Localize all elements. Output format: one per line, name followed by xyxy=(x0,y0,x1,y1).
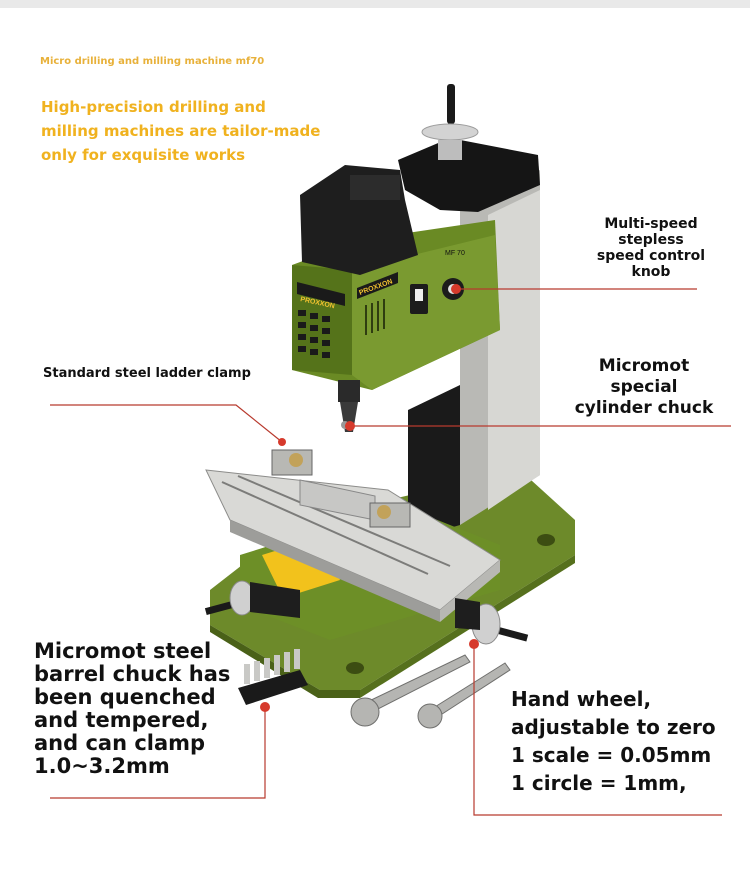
ladder-clamp-callout: Standard steel ladder clamp xyxy=(43,366,251,381)
model-label: MF 70 xyxy=(445,250,465,257)
callout-dot-barrel xyxy=(260,702,270,712)
callout-lines xyxy=(50,288,731,816)
callout-dot-chuck xyxy=(345,421,355,431)
product-subtitle: Micro drilling and milling machine mf70 xyxy=(40,56,265,67)
barrel-chuck-set xyxy=(238,649,308,705)
top-cover xyxy=(398,138,540,212)
feed-handwheel xyxy=(421,123,479,141)
callout-dot-ladder xyxy=(278,438,286,446)
callout-dot-wheel xyxy=(469,639,479,649)
front-panel xyxy=(298,310,330,358)
barrel-chuck-callout: Micromot steel barrel chuck has been que… xyxy=(34,639,231,778)
cylinder-chuck-callout: Micromot special cylinder chuck xyxy=(574,356,714,418)
hand-wheel-callout: Hand wheel, adjustable to zero 1 scale =… xyxy=(511,687,716,795)
left-handwheel xyxy=(204,580,300,618)
callout-dot-speed xyxy=(451,284,461,294)
speed-knob-callout: Multi-speed stepless speed control knob xyxy=(596,216,706,280)
product-tagline: High-precision drilling and milling mach… xyxy=(41,98,321,164)
right-handwheel xyxy=(455,598,529,645)
wrenches xyxy=(350,654,511,729)
top-bar xyxy=(0,0,750,8)
